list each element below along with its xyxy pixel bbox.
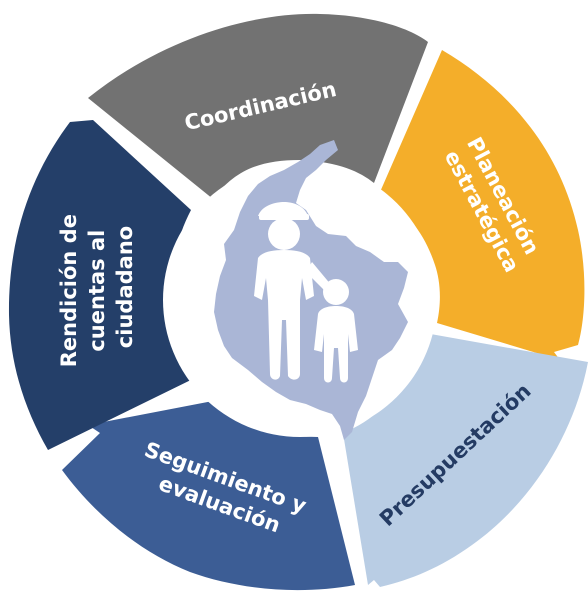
- segment-seguimiento: [62, 400, 355, 591]
- child-icon: [314, 279, 358, 383]
- police-officer-icon: [254, 202, 332, 380]
- segment-planeacion: [380, 50, 585, 360]
- label-rendicion: Rendición de cuentas al ciudadano: [57, 207, 137, 368]
- segment-presupuestacion: [343, 333, 588, 587]
- segment-rendicion: [8, 120, 201, 450]
- segment-coordinacion: [88, 13, 428, 200]
